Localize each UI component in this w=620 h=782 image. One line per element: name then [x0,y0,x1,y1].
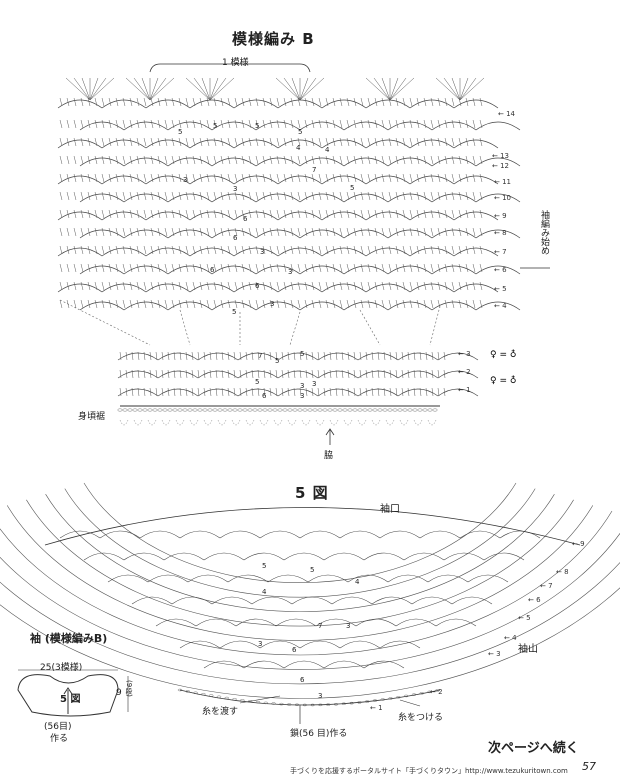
sleeve-cap-label: 袖山 [518,644,538,655]
repeat-label: 1 模様 [222,58,249,68]
figure5-count-0: 5 [262,562,267,570]
pattern-b-count-3: 5 [298,128,303,136]
page-number: 57 [582,760,596,773]
figure5-count-3: 4 [262,588,267,596]
side-mark-label: 脇 [324,451,334,461]
figure5-row-6: ← 3 [488,650,501,658]
figure5-row-4: ← 5 [518,614,531,622]
figure5-count-5: 3 [346,622,351,630]
svg-text:♀ = ♁: ♀ = ♁ [490,375,516,386]
pattern-b-count-15: 6 [255,282,260,290]
pattern-b-count-20: 5 [255,378,260,386]
figure5-title: 5 図 [295,484,329,502]
pattern-b-count-22: 3 [312,380,317,388]
pattern-b-count-5: 4 [325,146,330,154]
pattern-b-count-13: 6 [210,266,215,274]
figure5-row-3: ← 6 [528,596,541,604]
pattern-b-count-2: 5 [255,122,260,130]
pattern-b-count-11: 6 [233,234,238,242]
sleeve-make-label: 作る [50,734,69,744]
pattern-b-title: 模様編み B [232,30,315,48]
pattern-b-row-8: ← 6 [494,266,507,274]
pattern-b-count-24: 3 [300,392,305,400]
figure5-row-7: ← 2 [430,688,443,696]
sleeve-figure-ref: 5 図 [60,694,81,705]
hem-label: 身頃裾 [78,412,106,422]
figure5-count-2: 4 [355,578,360,586]
next-page-note: 次ページへ続く [488,741,579,756]
figure5-count-7: 6 [292,646,297,654]
yarn-attach-label: 糸をつける [398,713,444,723]
pattern-b-row-9: ← 5 [494,285,507,293]
figure5-count-6: 3 [258,640,263,648]
pattern-b-count-7: 7 [312,166,317,174]
sleeve-height: 9 [116,688,122,698]
pattern-b-count-6: 3 [183,176,188,184]
pattern-b-count-4: 4 [296,144,301,152]
sleeve-start-label: 袖編み始め [539,210,549,255]
pattern-b-count-14: 3 [288,268,293,276]
chain-label: 鎖(56 目)作る [290,729,348,739]
pattern-b-row-4: ← 10 [494,194,511,202]
figure5-row-1: ← 8 [556,568,569,576]
pattern-b-count-18: 7 [258,352,263,360]
pattern-b-count-0: 5 [178,128,183,136]
pattern-b-row-10: ← 4 [494,302,507,310]
pattern-b-count-21: 5 [300,350,305,358]
cuff-label: 袖口 [380,504,400,515]
pattern-b-lower-row-0: ← 3 [458,350,471,358]
footer-site: 手づくりを応援するポータルサイト「手づくりタウン」http://www.tezu… [290,767,568,775]
pattern-b-count-23: 6 [262,392,267,400]
sleeve-rows: (9段) [125,680,133,697]
pattern-b-count-25: 3 [300,382,305,390]
pattern-b-count-17: 5 [232,308,237,316]
sleeve-width: 25(3模様) [40,663,83,673]
pattern-b-row-5: ← 9 [494,212,507,220]
figure5-row-8: ← 1 [370,704,383,712]
sleeve-title: 袖 (模様編みB) [30,632,108,645]
figure5-count-4: 7 [318,622,323,630]
figure5-count-1: 5 [310,566,315,574]
pattern-b-row-6: ← 8 [494,229,507,237]
pattern-b-row-0: ← 14 [498,110,515,118]
yarn-cross-label: 糸を渡す [202,707,239,717]
pattern-b-row-7: ← 7 [494,248,507,256]
pattern-b-count-9: 5 [350,184,355,192]
pattern-b-row-1: ← 13 [492,152,509,160]
pattern-b-lower-row-1: ← 2 [458,368,471,376]
svg-text:♀ = ♁: ♀ = ♁ [490,349,516,360]
pattern-b-count-12: 3 [260,248,265,256]
pattern-b-count-10: 6 [243,215,248,223]
pattern-b-row-3: ← 11 [494,178,511,186]
figure5-row-2: ← 7 [540,582,553,590]
pattern-b-count-8: 3 [233,185,238,193]
pattern-b-count-1: 5 [213,122,218,130]
pattern-b-count-16: 3 [270,300,275,308]
pattern-b-row-2: ← 12 [492,162,509,170]
sleeve-stitches: (56目) [44,722,72,732]
figure5-count-9: 3 [318,692,323,700]
figure5-count-8: 6 [300,676,305,684]
pattern-b-count-19: 5 [275,357,280,365]
pattern-b-lower-row-2: ← 1 [458,386,471,394]
figure5-row-5: ← 4 [504,634,517,642]
figure5-row-0: ← 9 [572,540,585,548]
